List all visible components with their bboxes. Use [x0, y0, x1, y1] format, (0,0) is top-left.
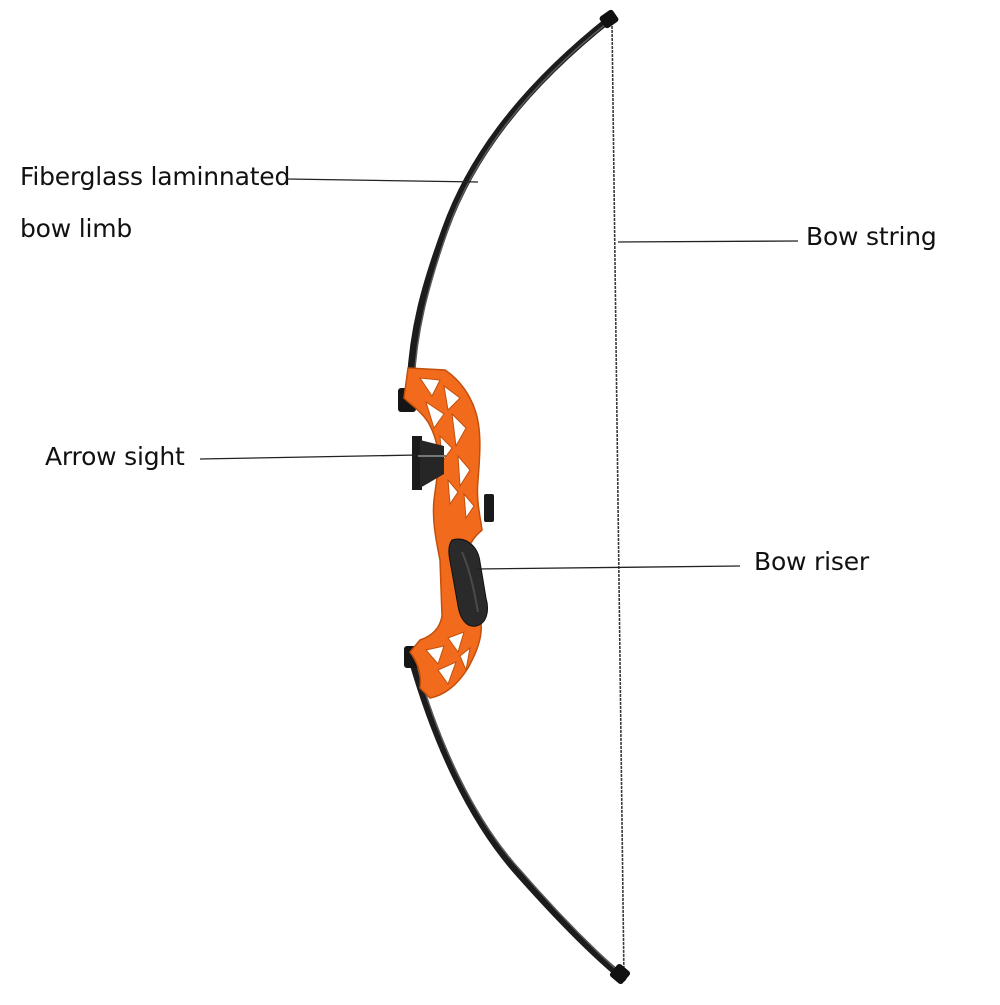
lower-limb-tip — [609, 963, 631, 985]
upper-limb — [406, 14, 615, 392]
label-arrow-sight: Arrow sight — [45, 442, 185, 471]
riser-cutouts — [418, 377, 475, 686]
label-bow-string: Bow string — [806, 222, 937, 251]
upper-limb-highlight — [413, 23, 607, 386]
leader-riser — [475, 565, 741, 570]
leader-sight — [199, 454, 419, 460]
leader-limb — [286, 178, 479, 183]
label-limb-line2: bow limb — [20, 214, 133, 243]
label-limb-line1: Fiberglass laminnated — [20, 162, 291, 191]
label-bow-riser: Bow riser — [754, 547, 869, 576]
grip-ridge — [461, 551, 479, 613]
leader-lines — [199, 178, 799, 570]
bow-string — [611, 21, 625, 981]
arrow-rest — [484, 494, 494, 522]
lower-limb-highlight — [415, 661, 621, 974]
upper-limb-tip — [599, 9, 619, 29]
arrow-sight — [412, 436, 446, 490]
bow-grip — [448, 538, 489, 627]
lower-limb — [408, 656, 627, 982]
leader-string — [617, 240, 799, 243]
